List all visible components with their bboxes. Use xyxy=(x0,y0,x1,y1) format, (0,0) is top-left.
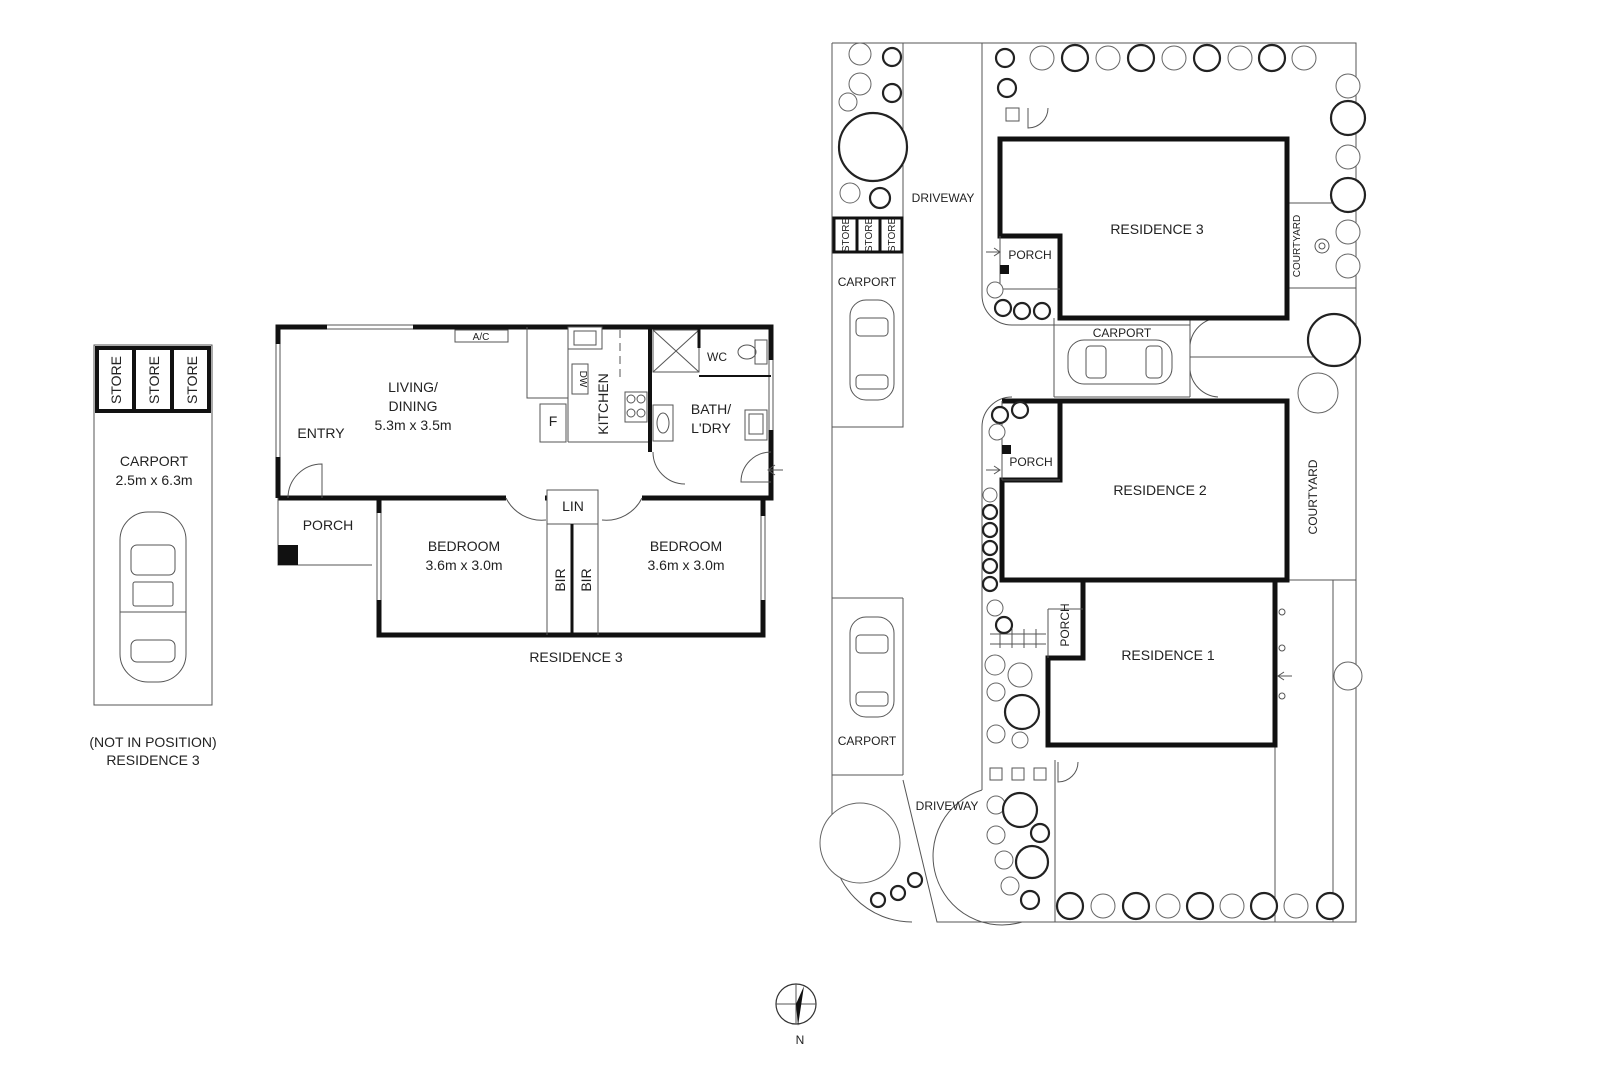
site-store-label: STORE xyxy=(864,218,875,253)
site-store-label: STORE xyxy=(887,218,898,253)
separate-carport-residence: RESIDENCE 3 xyxy=(106,752,200,768)
courtyard-2-label: COURTYARD xyxy=(1306,459,1320,534)
ac-label: A/C xyxy=(473,332,490,343)
car-icon xyxy=(1067,339,1173,385)
room-label-dining: DINING xyxy=(389,398,438,414)
carport-label: CARPORT xyxy=(120,453,189,469)
room-label-bir-1: BIR xyxy=(552,568,568,591)
room-label-kitchen: KITCHEN xyxy=(595,373,611,434)
room-label-bedroom-1: BEDROOM xyxy=(428,538,500,554)
residence-1-label: RESIDENCE 1 xyxy=(1121,647,1215,663)
store-label: STORE xyxy=(108,356,124,404)
car-icon xyxy=(849,616,895,718)
tree-icon xyxy=(981,281,1052,911)
residence-2-label: RESIDENCE 2 xyxy=(1113,482,1207,498)
carport-label-top: CARPORT xyxy=(838,275,897,289)
north-compass-icon: N xyxy=(775,983,817,1047)
north-label: N xyxy=(796,1033,805,1047)
car-icon xyxy=(849,299,895,401)
carport-label-middle: CARPORT xyxy=(1093,326,1152,340)
room-label-living: LIVING/ xyxy=(388,379,438,395)
carport-dimensions: 2.5m x 6.3m xyxy=(115,472,192,488)
room-label-laundry: L'DRY xyxy=(691,420,731,436)
driveway-label-bottom: DRIVEWAY xyxy=(916,799,979,813)
courtyard-3-label: COURTYARD xyxy=(1292,215,1303,277)
porch-2-label: PORCH xyxy=(1009,455,1052,469)
driveway-label-top: DRIVEWAY xyxy=(912,191,975,205)
residence-3-floor-plan: LIVING/ DINING 5.3m x 3.5m ENTRY PORCH A… xyxy=(275,324,783,665)
room-dims-bedroom-1: 3.6m x 3.0m xyxy=(425,557,502,573)
fridge-label: F xyxy=(549,413,558,429)
tree-icon xyxy=(819,42,924,909)
tree-icon xyxy=(994,43,1367,691)
porch-1-label: PORCH xyxy=(1058,603,1072,646)
residence-3-label: RESIDENCE 3 xyxy=(1110,221,1204,237)
site-store-label: STORE xyxy=(841,218,852,253)
site-plan: STORE STORE STORE xyxy=(819,42,1367,926)
not-in-position-note: (NOT IN POSITION) xyxy=(89,734,216,750)
room-label-bir-2: BIR xyxy=(578,568,594,591)
room-label-bedroom-2: BEDROOM xyxy=(650,538,722,554)
carport-label-bottom: CARPORT xyxy=(838,734,897,748)
room-label-bath: BATH/ xyxy=(691,401,731,417)
tree-icon xyxy=(1055,891,1345,921)
store-label: STORE xyxy=(146,356,162,404)
porch-3-label: PORCH xyxy=(1008,248,1051,262)
dishwasher-label: DW xyxy=(577,371,588,388)
room-dims-living: 5.3m x 3.5m xyxy=(374,417,451,433)
room-dims-bedroom-2: 3.6m x 3.0m xyxy=(647,557,724,573)
room-label-porch: PORCH xyxy=(303,517,354,533)
floor-plan-caption: RESIDENCE 3 xyxy=(529,649,623,665)
separate-carport: STORE STORE STORE CARPORT 2.5m x 6.3m (N… xyxy=(89,344,217,768)
room-label-linen: LIN xyxy=(562,498,584,514)
store-label: STORE xyxy=(184,356,200,404)
car-icon xyxy=(119,511,187,683)
room-label-wc: WC xyxy=(707,350,727,364)
room-label-entry: ENTRY xyxy=(297,425,345,441)
